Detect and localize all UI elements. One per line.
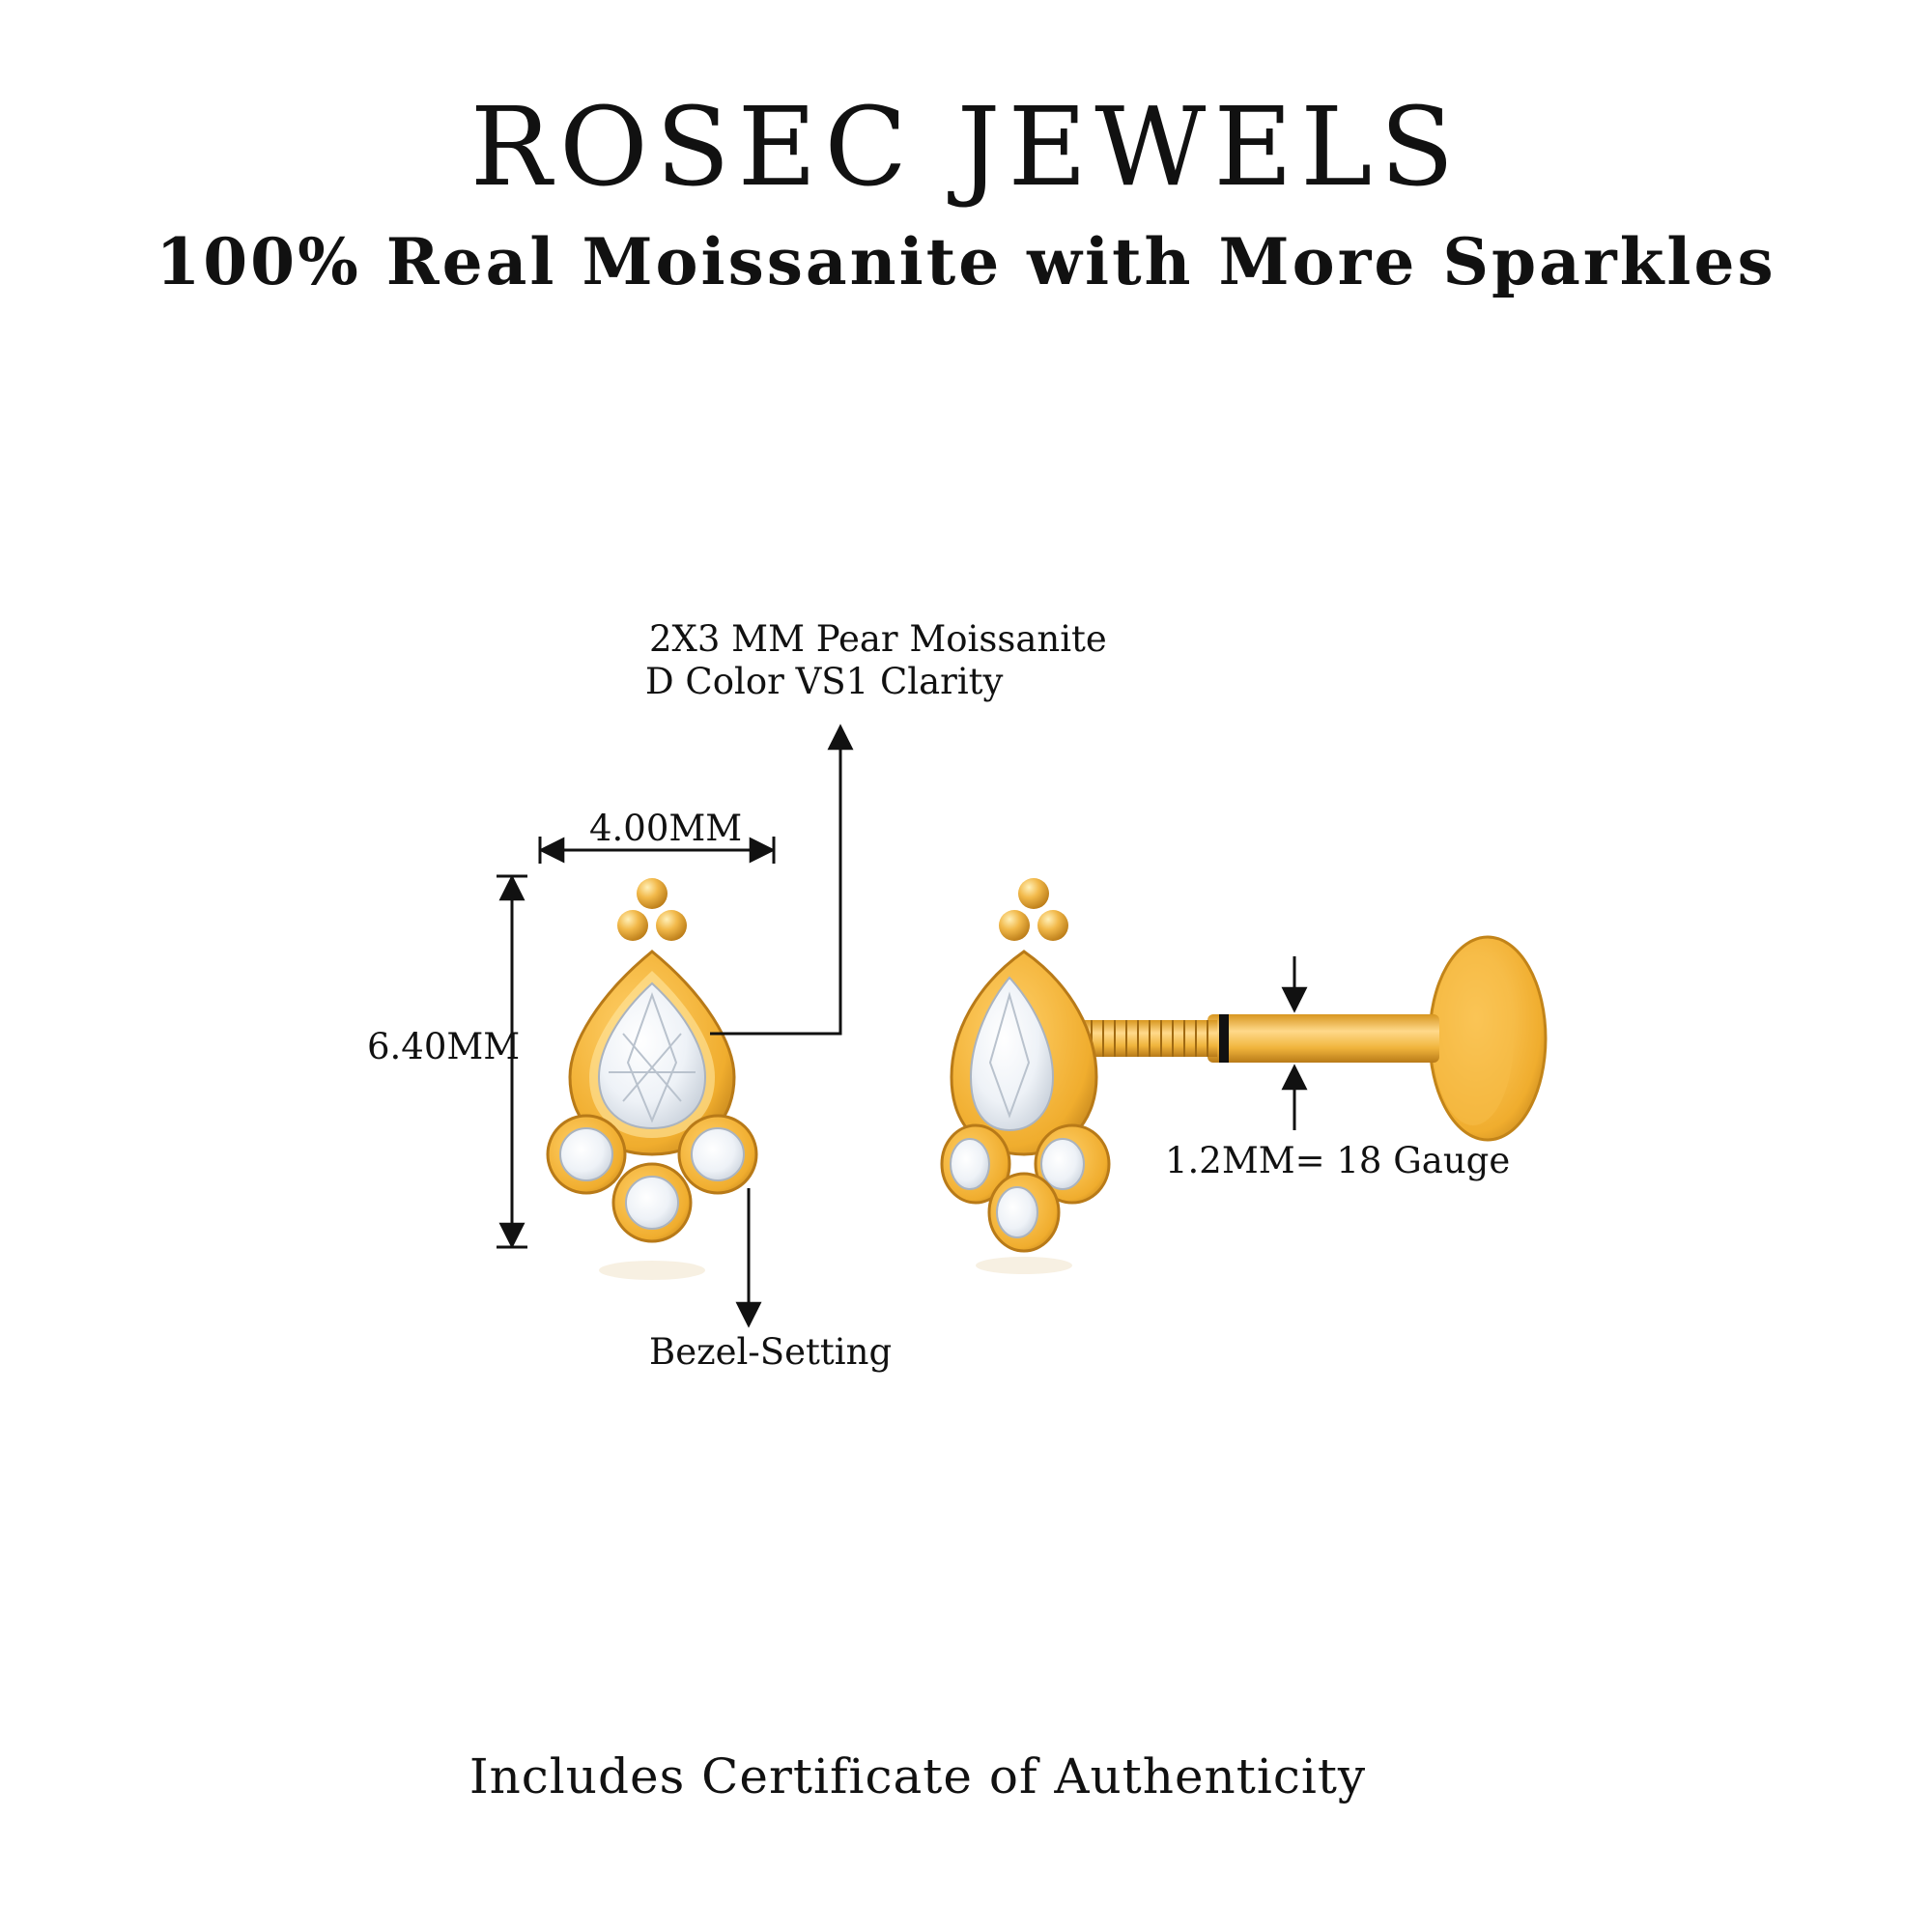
post-bar <box>1208 1014 1439 1063</box>
gold-bead <box>637 878 668 909</box>
brand-tagline: 100% Real Moissanite with More Sparkles <box>156 224 1776 299</box>
stone-size-label: 2X3 MM Pear Moissanite <box>649 618 1107 660</box>
gold-bead <box>1018 878 1049 909</box>
gold-bead <box>1037 910 1068 941</box>
round-bezel-stone <box>546 1114 627 1195</box>
gauge-label: 1.2MM= 18 Gauge <box>1165 1140 1511 1181</box>
gold-bead <box>999 910 1030 941</box>
round-bezel-stone <box>611 1162 693 1243</box>
gold-bead <box>617 910 648 941</box>
certificate-note: Includes Certificate of Authenticity <box>469 1748 1367 1804</box>
gold-bead <box>656 910 687 941</box>
round-bezel-stone <box>1034 1123 1111 1205</box>
pear-moissanite-stone <box>969 976 1055 1132</box>
pear-moissanite-stone <box>597 981 707 1130</box>
dimension-annotations <box>497 724 1308 1328</box>
round-bezel-stone <box>940 1123 1011 1205</box>
setting-label: Bezel-Setting <box>649 1331 893 1373</box>
round-bezel-stone <box>677 1114 758 1195</box>
brand-title: ROSEC JEWELS <box>469 85 1463 211</box>
round-bezel-stone <box>987 1172 1061 1253</box>
side-view-earring <box>940 878 1548 1274</box>
front-view-earring <box>546 878 758 1280</box>
stone-grade-label: D Color VS1 Clarity <box>645 661 1004 702</box>
height-label: 6.40MM <box>367 1026 521 1067</box>
stone-callout-arrow <box>710 724 854 1036</box>
